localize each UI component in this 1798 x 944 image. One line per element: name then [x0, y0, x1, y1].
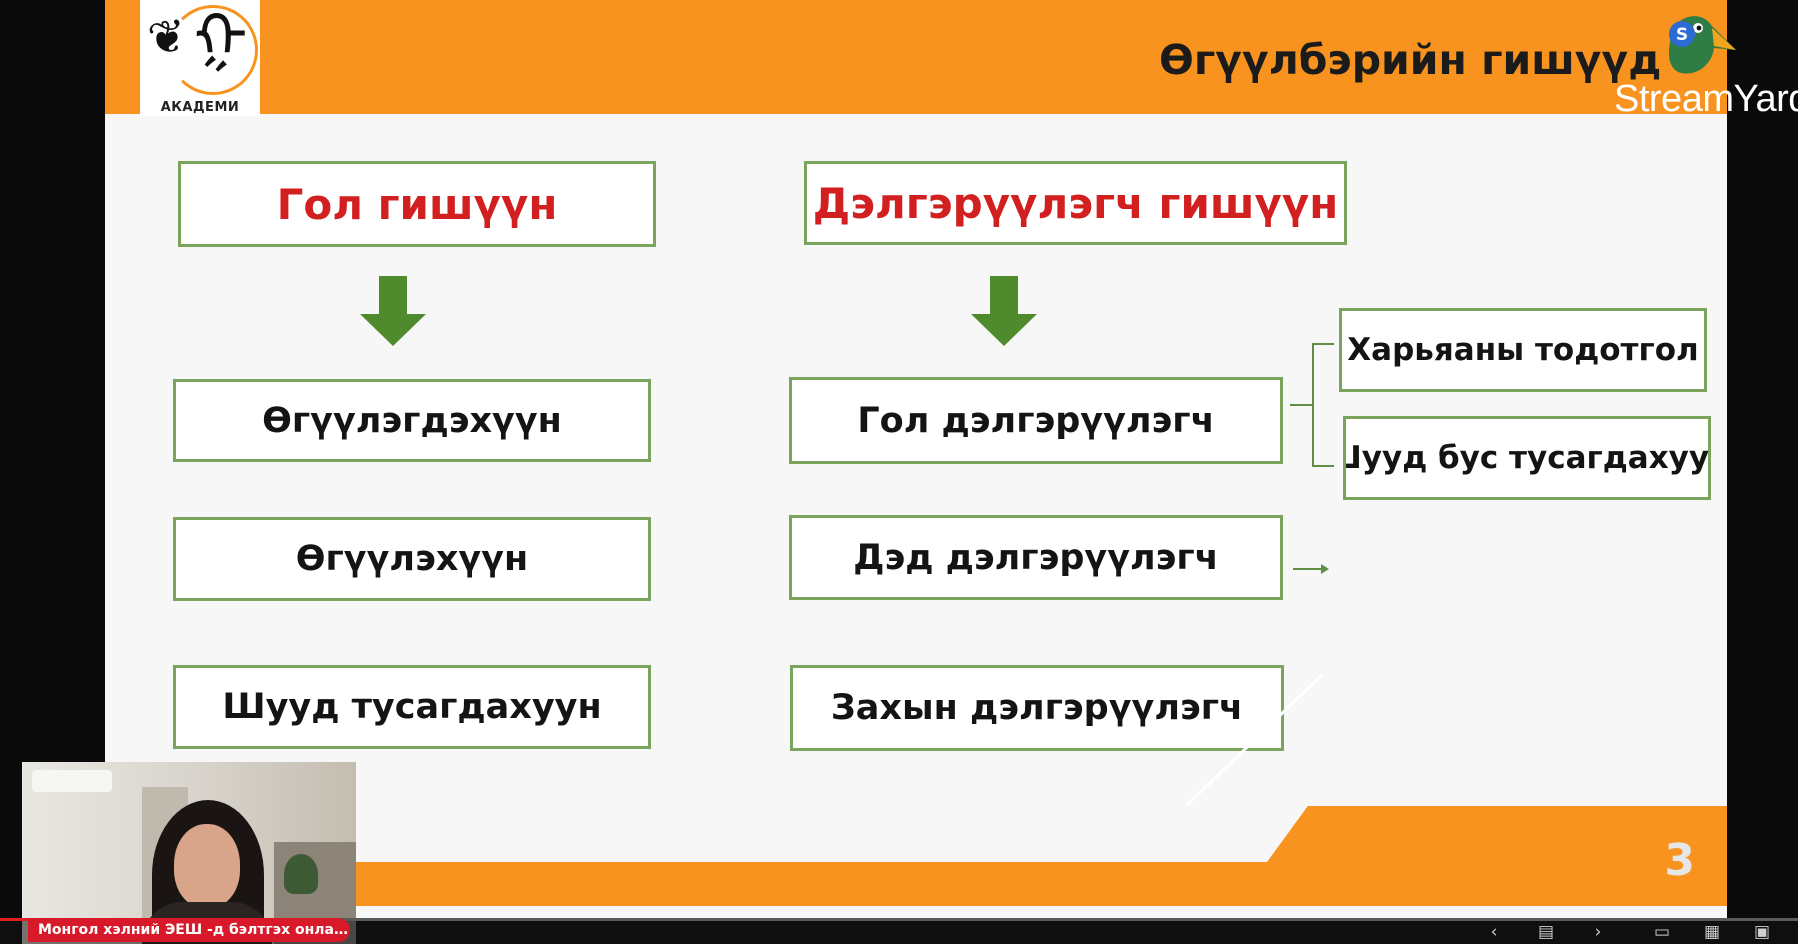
academy-logo: ❦ ᠭ АКАДЕМИ [140, 0, 260, 116]
logo-ring [168, 5, 258, 95]
right-item-sub-modifier: Дэд дэлгэрүүлэгч [789, 515, 1283, 600]
page-number: 3 [1664, 835, 1695, 886]
right-arrow-icon [1293, 564, 1329, 574]
mongolian-script-icon: ᠭ [194, 0, 248, 73]
main-member-header: Гол гишүүн [178, 161, 656, 247]
side-item-attributive: Харьяаны тодотгол [1339, 308, 1707, 392]
slide-title: Өгүүлбэрийн гишүүд [1159, 36, 1662, 84]
modifier-member-header: Дэлгэрүүлэгч гишүүн [804, 161, 1347, 245]
footer-wedge [1235, 806, 1727, 906]
right-item-main-modifier: Гол дэлгэрүүлэгч [789, 377, 1283, 464]
logo-text: АКАДЕМИ [160, 100, 240, 115]
svg-text:S: S [1676, 25, 1688, 45]
left-item-direct-object: Шууд тусагдахуун [173, 665, 651, 749]
layout-icon[interactable]: ▣ [1753, 922, 1771, 942]
streamyard-brand: StreamYard [1614, 78, 1798, 120]
left-item-predicate: Өгүүлэхүүн [173, 517, 651, 601]
presenter-webcam [22, 762, 356, 944]
feather-icon: ❦ [144, 7, 191, 67]
presenter-name-tag: Монгол хэлний ЭЕШ -д бэлтгэх онлай... [28, 918, 350, 942]
header-bar [105, 0, 1727, 114]
bracket-connector [1290, 404, 1314, 406]
prev-icon[interactable]: ‹ [1490, 922, 1498, 942]
grid-view-icon[interactable]: ▦ [1703, 922, 1721, 942]
next-icon[interactable]: › [1594, 922, 1602, 942]
slide: ❦ ᠭ АКАДЕМИ Өгүүлбэрийн гишүүд Гол гишүү… [105, 0, 1727, 918]
left-item-subject: Өгүүлэгдэхүүн [173, 379, 651, 462]
right-item-outer-modifier: Захын дэлгэрүүлэгч [790, 665, 1284, 751]
side-item-indirect-object: Шууд бус тусагдахуун [1343, 416, 1711, 500]
streamyard-duck-icon: S [1668, 16, 1736, 74]
bracket [1312, 343, 1334, 467]
slide-list-icon[interactable]: ▤ [1537, 922, 1555, 942]
single-view-icon[interactable]: ▭ [1653, 922, 1671, 942]
